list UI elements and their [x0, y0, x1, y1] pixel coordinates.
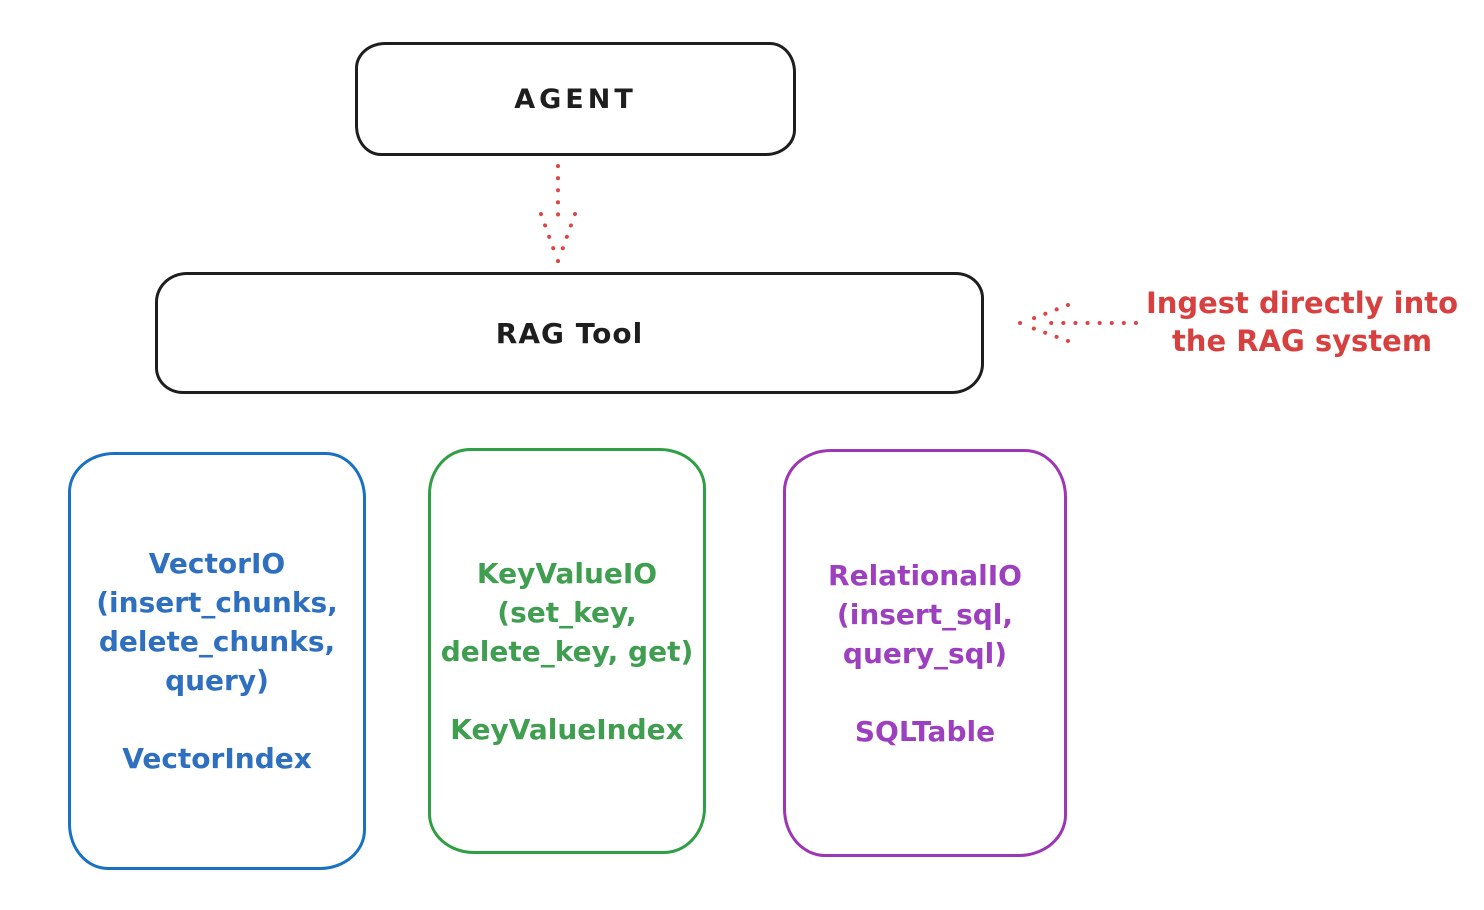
vector-io-node-label: VectorIO (insert_chunks, delete_chunks, … [96, 547, 338, 775]
vector-io-node: VectorIO (insert_chunks, delete_chunks, … [68, 452, 366, 870]
rag-tool-node-label: RAG Tool [495, 316, 644, 350]
rag-tool-node: RAG Tool [155, 272, 984, 394]
agent-node-label: AGENT [514, 83, 637, 115]
agent-node: AGENT [355, 42, 796, 156]
dotted-arrow-down-icon [539, 164, 577, 264]
relational-io-node-label: RelationalIO (insert_sql, query_sql) SQL… [828, 558, 1022, 748]
keyvalue-io-node-label: KeyValueIO (set_key, delete_key, get) Ke… [440, 556, 694, 746]
ingest-annotation-text: Ingest directly into the RAG system [1145, 286, 1459, 358]
relational-io-node: RelationalIO (insert_sql, query_sql) SQL… [783, 449, 1067, 857]
keyvalue-io-node: KeyValueIO (set_key, delete_key, get) Ke… [428, 448, 706, 854]
dotted-arrow-left-icon [1018, 303, 1138, 343]
